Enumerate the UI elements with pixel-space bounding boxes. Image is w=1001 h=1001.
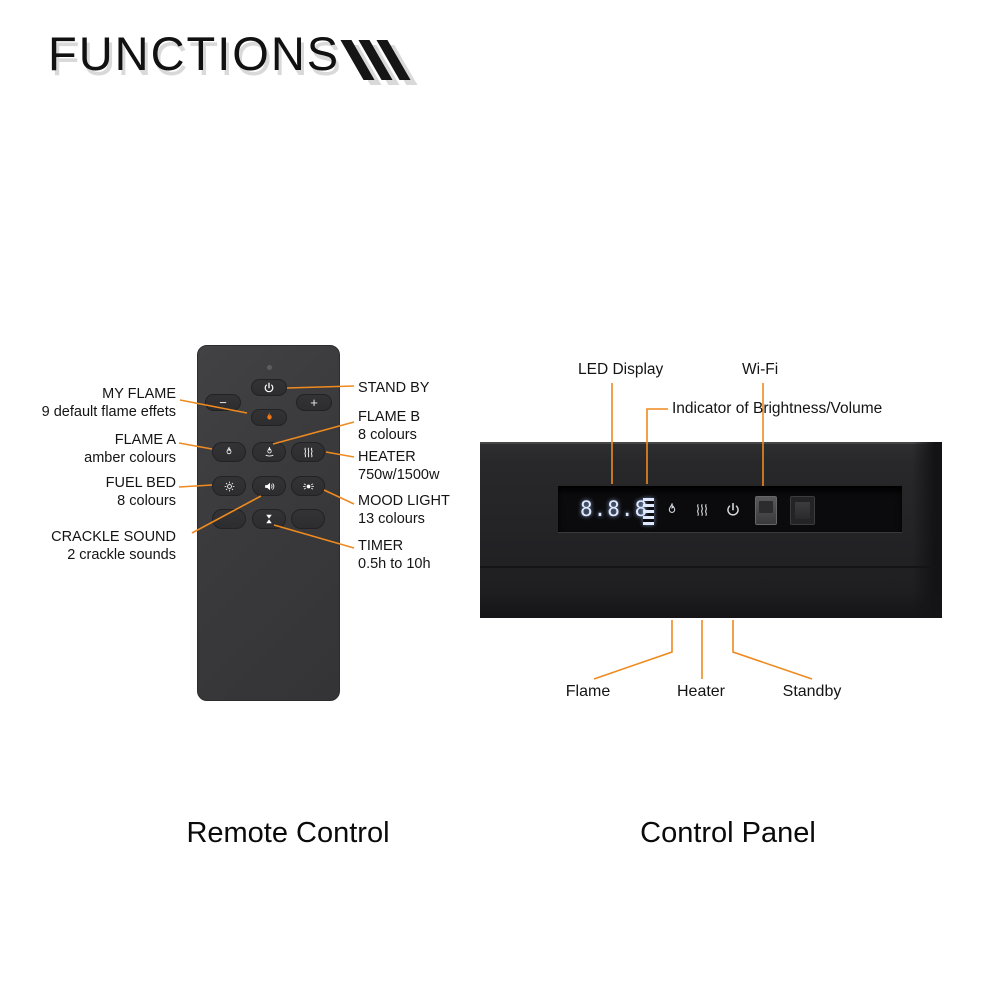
panel-bottom-shade [480,592,942,618]
minus-icon: − [219,395,227,410]
panel-caption: Control Panel [640,817,816,849]
plus-button: + [296,394,332,411]
wifi-switch-rocker [759,501,773,513]
aux-switch-inset [795,502,810,519]
flame-b-button [252,442,286,462]
label-title: MY FLAME [102,386,176,402]
crackle-sound-button [252,476,286,496]
remote-indicator-led [267,365,272,370]
label-heater-panel: Heater [676,683,726,700]
remote-control-image: − + [197,345,340,701]
led-display: 8.8.8 [580,497,649,521]
control-panel-image: 8.8.8 [480,442,942,618]
plus-icon: + [310,395,318,410]
label-indicator-brightness-volume: Indicator of Brightness/Volume [672,400,883,417]
label-title: TIMER [358,538,404,554]
power-icon [263,382,275,394]
label-flame: Flame [565,683,611,700]
blank-button [291,509,325,529]
label-subtitle: 8 colours [117,493,176,509]
standby-icon [725,502,741,523]
mood-light-button [291,476,325,496]
label-title: FLAME B [358,409,421,425]
heater-button [291,442,325,462]
label-title: FUEL BED [105,475,176,491]
label-heater: HEATER 750w/1500w [358,448,439,484]
flame-a-button [212,442,246,462]
label-subtitle: amber colours [84,450,176,466]
flame-outline-icon [223,446,235,458]
label-standby-panel: Standby [782,683,842,700]
fuel-bed-button [212,476,246,496]
flame-icon [263,411,276,424]
remote-caption: Remote Control [186,817,390,849]
blank-button [212,509,246,529]
mood-light-icon [302,480,315,493]
label-stand-by: STAND BY [358,379,429,397]
label-title: CRACKLE SOUND [51,529,176,545]
label-subtitle: 9 default flame effets [41,404,176,420]
brightness-indicator-bars [643,498,654,525]
panel-top-highlight [480,442,942,444]
label-subtitle: 750w/1500w [358,467,440,483]
panel-right-face [912,442,942,618]
flame-base-icon [263,446,276,459]
label-fuel-bed: FUEL BED 8 colours [106,474,176,510]
panel-seam [480,566,942,568]
label-title: FLAME A [114,432,176,448]
heater-icon [694,502,710,523]
label-subtitle: 8 colours [358,427,417,443]
label-mood-light: MOOD LIGHT 13 colours [358,492,450,528]
heat-waves-icon [302,446,315,459]
title-stripes-decoration [340,40,411,80]
page-title: FUNCTIONS [48,27,341,80]
minus-button: − [205,394,241,411]
standby-button [251,379,287,396]
timer-button [252,509,286,529]
speaker-icon [263,480,276,493]
my-flame-button [251,409,287,426]
label-timer: TIMER 0.5h to 10h [358,537,431,573]
label-title: MOOD LIGHT [358,493,450,509]
flame-icon [664,502,680,523]
label-title: HEATER [358,449,416,465]
label-my-flame: MY FLAME 9 default flame effets [42,385,176,421]
label-led-display: LED Display [578,361,664,378]
wifi-switch [755,496,777,525]
label-crackle-sound: CRACKLE SOUND 2 crackle sounds [51,528,176,564]
display-recess: 8.8.8 [558,486,902,532]
label-flame-b: FLAME B 8 colours [358,408,420,444]
label-wifi: Wi-Fi [742,361,779,378]
hourglass-icon [263,513,275,525]
label-subtitle: 13 colours [358,511,425,527]
label-subtitle: 2 crackle sounds [67,547,176,563]
label-title: STAND BY [358,380,430,396]
light-rays-icon [223,480,236,493]
label-flame-a: FLAME A amber colours [84,431,176,467]
label-subtitle: 0.5h to 10h [358,556,431,572]
aux-switch [790,496,815,525]
